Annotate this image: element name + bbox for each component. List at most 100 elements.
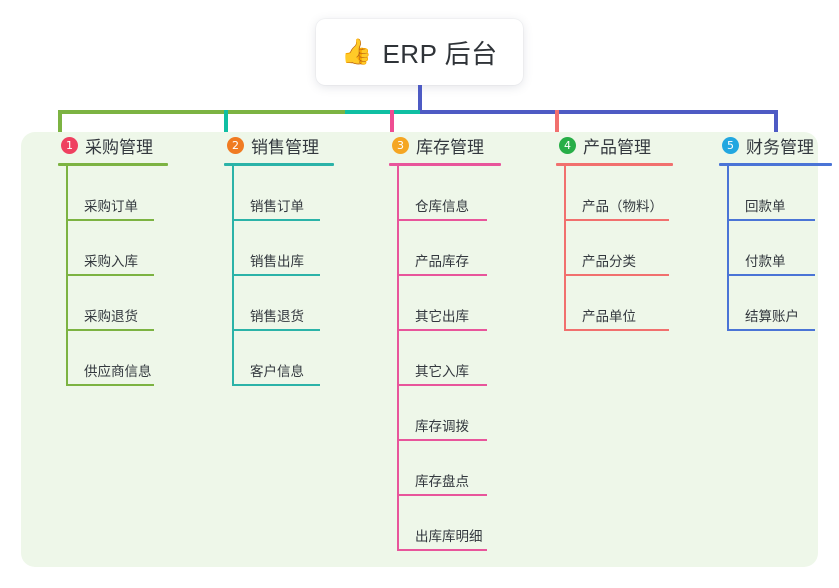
branch-item[interactable]: 其它入库 — [397, 331, 501, 386]
branch-item-rule — [397, 274, 487, 276]
branch-item[interactable]: 采购订单 — [66, 166, 168, 221]
branch-item-rule — [397, 219, 487, 221]
branch-item[interactable]: 采购退货 — [66, 276, 168, 331]
branch-item[interactable]: 其它出库 — [397, 276, 501, 331]
branch-item[interactable]: 库存调拨 — [397, 386, 501, 441]
branch-item-rule — [66, 329, 154, 331]
branch-badge-icon: 3 — [392, 136, 409, 154]
branch-item-label: 仓库信息 — [415, 199, 469, 214]
branch-badge-icon: 4 — [559, 136, 576, 154]
branch-item[interactable]: 产品（物料） — [564, 166, 673, 221]
branch-item-list: 回款单付款单结算账户 — [727, 166, 832, 331]
branch-column-4: 4 产品管理产品（物料） 产品分类产品单位 — [556, 132, 673, 331]
branch-header-rule — [719, 163, 832, 166]
branch-item[interactable]: 仓库信息 — [397, 166, 501, 221]
branch-spine — [564, 166, 566, 331]
branch-item-label: 销售退货 — [250, 309, 304, 324]
bus-segment-teal — [345, 110, 420, 114]
branch-header-3[interactable]: 3 库存管理 — [389, 132, 501, 158]
branch-item-label: 销售订单 — [250, 199, 304, 214]
branch-title: 库存管理 — [416, 137, 484, 157]
branch-title: 销售管理 — [251, 137, 319, 157]
branch-item[interactable]: 出库库明细 — [397, 496, 501, 551]
branch-item-rule — [564, 219, 669, 221]
branch-item[interactable]: 付款单 — [727, 221, 832, 276]
branch-item[interactable]: 产品单位 — [564, 276, 673, 331]
branch-item-rule — [564, 329, 669, 331]
branch-badge-icon: 5 — [722, 136, 739, 154]
branch-header-rule — [389, 163, 501, 166]
branch-column-2: 2 销售管理销售订单销售出库销售退货客户信息 — [224, 132, 334, 386]
branch-item-rule — [232, 274, 320, 276]
branch-item-label: 产品单位 — [582, 309, 636, 324]
branch-item[interactable]: 销售退货 — [232, 276, 334, 331]
branch-title: 采购管理 — [85, 137, 153, 157]
branch-item-rule — [66, 384, 154, 386]
branch-item-label: 供应商信息 — [84, 364, 152, 379]
branch-item-label: 销售出库 — [250, 254, 304, 269]
branch-item-list: 采购订单采购入库采购退货供应商信息 — [66, 166, 168, 386]
branch-item-rule — [397, 384, 487, 386]
branch-item-label: 结算账户 — [745, 309, 799, 324]
branch-item-rule — [232, 384, 320, 386]
branch-item[interactable]: 产品分类 — [564, 221, 673, 276]
branch-item[interactable]: 库存盘点 — [397, 441, 501, 496]
branch-title: 财务管理 — [746, 137, 814, 157]
thumbs-up-icon: 👍 — [341, 37, 373, 66]
branch-header-rule — [58, 163, 168, 166]
branch-item[interactable]: 客户信息 — [232, 331, 334, 386]
branch-header-rule — [224, 163, 334, 166]
branch-drop-5 — [774, 110, 778, 148]
branch-item-rule — [564, 274, 669, 276]
branch-column-1: 1 采购管理采购订单采购入库采购退货供应商信息 — [58, 132, 168, 386]
branch-header-1[interactable]: 1 采购管理 — [58, 132, 168, 158]
branch-item-label: 库存盘点 — [415, 474, 469, 489]
branch-item[interactable]: 产品库存 — [397, 221, 501, 276]
branch-drop-4 — [555, 110, 559, 148]
branch-header-rule — [556, 163, 673, 166]
branch-item-label: 回款单 — [745, 199, 786, 214]
branch-header-2[interactable]: 2 销售管理 — [224, 132, 334, 158]
branch-title: 产品管理 — [583, 137, 651, 157]
branch-item-label: 客户信息 — [250, 364, 304, 379]
branch-item-label: 其它出库 — [415, 309, 469, 324]
root-node-title: ERP 后台 — [382, 38, 498, 69]
branch-header-4[interactable]: 4 产品管理 — [556, 132, 673, 158]
branch-spine — [66, 166, 68, 386]
branch-item-label: 出库库明细 — [415, 529, 483, 544]
branch-item[interactable]: 销售订单 — [232, 166, 334, 221]
root-node[interactable]: 👍 ERP 后台 — [316, 19, 523, 85]
branch-item[interactable]: 采购入库 — [66, 221, 168, 276]
branch-spine — [397, 166, 399, 551]
branch-header-5[interactable]: 5 财务管理 — [719, 132, 832, 158]
branch-item-rule — [727, 274, 815, 276]
branch-item-list: 销售订单销售出库销售退货客户信息 — [232, 166, 334, 386]
branch-column-5: 5 财务管理回款单付款单结算账户 — [719, 132, 832, 331]
branch-item-rule — [66, 274, 154, 276]
branch-item-rule — [397, 494, 487, 496]
bus-segment-green — [58, 110, 345, 114]
branch-column-3: 3 库存管理仓库信息产品库存其它出库其它入库库存调拨库存盘点出库库明细 — [389, 132, 501, 551]
branch-item-label: 库存调拨 — [415, 419, 469, 434]
branch-item-label: 采购入库 — [84, 254, 138, 269]
branch-item-label: 产品（物料） — [582, 199, 663, 214]
branch-spine — [232, 166, 234, 386]
branch-item-rule — [397, 549, 487, 551]
branch-badge-icon: 2 — [227, 136, 244, 154]
branch-item-rule — [397, 439, 487, 441]
branch-item[interactable]: 销售出库 — [232, 221, 334, 276]
branch-item-rule — [66, 219, 154, 221]
branch-item[interactable]: 供应商信息 — [66, 331, 168, 386]
branch-item-list: 产品（物料） 产品分类产品单位 — [564, 166, 673, 331]
branch-item-label: 采购订单 — [84, 199, 138, 214]
root-connector-vertical — [418, 85, 422, 112]
bus-segment-blue — [420, 110, 778, 114]
branch-item-label: 产品库存 — [415, 254, 469, 269]
branch-badge-icon: 1 — [61, 136, 78, 154]
branch-item[interactable]: 结算账户 — [727, 276, 832, 331]
branch-item-label: 采购退货 — [84, 309, 138, 324]
branch-item[interactable]: 回款单 — [727, 166, 832, 221]
branch-item-rule — [727, 219, 815, 221]
branch-spine — [727, 166, 729, 331]
branch-item-rule — [397, 329, 487, 331]
